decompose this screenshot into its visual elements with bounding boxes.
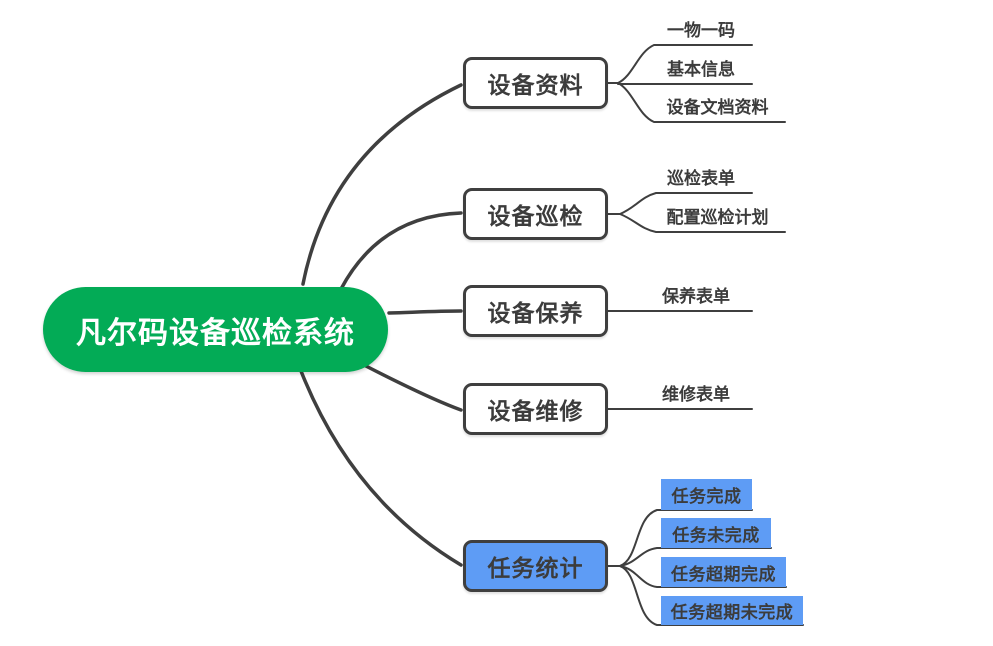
edge-branch-4-leaf-0	[619, 509, 753, 567]
branch-node-label: 设备维修	[487, 398, 584, 424]
edge-branch-0-leaf-2	[617, 82, 786, 123]
leaf-task-not-completed[interactable]: 任务未完成	[661, 518, 771, 548]
edge-branch-4-leaf-1	[619, 547, 772, 567]
edge-branch-1-leaf-0	[619, 192, 753, 215]
leaf-task-completed[interactable]: 任务完成	[661, 479, 752, 510]
edge-root-to-branch-1	[339, 211, 463, 291]
leaf-inspection-form[interactable]: 巡检表单	[667, 169, 735, 188]
root-node-label: 凡尔码设备巡检系统	[76, 316, 355, 350]
edge-branch-4-leaf-3	[619, 565, 804, 626]
edge-root-to-branch-4	[299, 369, 463, 567]
branch-node-equipment-inspection[interactable]: 设备巡检	[463, 188, 608, 240]
leaf-basic-info[interactable]: 基本信息	[667, 60, 735, 79]
leaf-equipment-documents[interactable]: 设备文档资料	[666, 98, 769, 117]
leaf-task-overdue-completed[interactable]: 任务超期完成	[661, 557, 786, 587]
edge-root-to-branch-3	[360, 362, 463, 412]
branch-node-equipment-maintenance[interactable]: 设备保养	[463, 285, 608, 337]
branch-node-label: 设备资料	[487, 72, 584, 98]
edge-root-to-branch-0	[301, 83, 463, 286]
edge-branch-0-leaf-0	[617, 44, 753, 84]
branch-node-label: 设备巡检	[487, 203, 584, 229]
branch-node-task-statistics[interactable]: 任务统计	[463, 540, 608, 592]
edge-branch-1-leaf-1	[619, 213, 786, 233]
leaf-maintenance-form[interactable]: 保养表单	[662, 287, 730, 306]
leaf-one-item-one-code[interactable]: 一物一码	[667, 21, 735, 40]
branch-node-equipment-repair[interactable]: 设备维修	[463, 383, 608, 435]
leaf-task-overdue-not-completed[interactable]: 任务超期未完成	[661, 596, 803, 625]
branch-node-label: 任务统计	[487, 555, 584, 581]
root-node[interactable]: 凡尔码设备巡检系统	[43, 287, 388, 372]
leaf-inspection-plan-config[interactable]: 配置巡检计划	[666, 208, 769, 227]
edge-root-to-branch-2	[387, 309, 463, 315]
leaf-repair-form[interactable]: 维修表单	[662, 385, 730, 404]
branch-node-equipment-info[interactable]: 设备资料	[463, 57, 608, 109]
branch-node-label: 设备保养	[487, 300, 584, 326]
edge-branch-4-leaf-2	[619, 565, 787, 588]
